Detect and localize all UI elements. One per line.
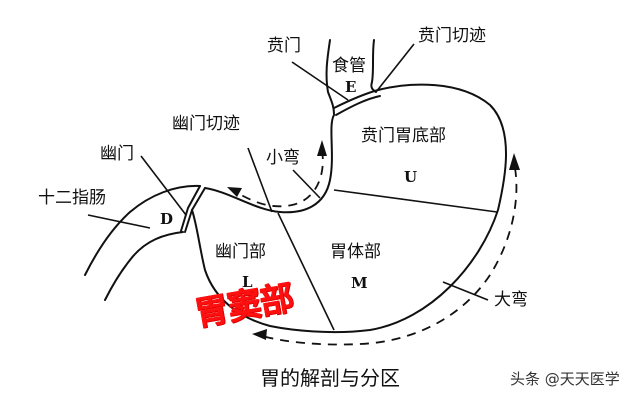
body-pyloric-divider — [277, 212, 335, 331]
cardiac-notch-label: 贲门切迹 — [418, 26, 486, 46]
figure-caption: 胃的解剖与分区 — [260, 366, 400, 390]
greater-arrowhead-left — [252, 329, 267, 340]
fundus-greater-curvature-outline — [191, 83, 507, 334]
pylorus-label: 幽门 — [100, 144, 134, 164]
pylorus-callout-line — [140, 155, 187, 216]
greater-curvature-dashed-arrow — [261, 167, 518, 346]
pyloric-region-label: 幽门部 — [215, 242, 266, 262]
fundus-body-divider — [333, 189, 498, 213]
duodenum-letter: D — [160, 210, 174, 228]
greater-curvature-label: 大弯 — [494, 290, 528, 310]
watermark: 头条 @天天医学 — [510, 370, 620, 388]
cardia-junction-line-2 — [335, 95, 381, 116]
lesser-curvature-label: 小弯 — [266, 148, 300, 168]
cardia-callout-line — [291, 61, 349, 101]
body-region-label: 胃体部 — [330, 242, 381, 262]
greater-curvature-callout-line — [442, 281, 489, 301]
pylorus-ring-line-2 — [180, 185, 201, 232]
esophagus-label: 食管 — [332, 56, 366, 76]
lesser-curvature-callout-line — [292, 169, 321, 199]
duodenum-upper-wall — [84, 184, 201, 276]
cardia-junction-line — [333, 89, 379, 109]
duodenum-callout-line — [87, 214, 151, 229]
duodenum-label: 十二指肠 — [38, 188, 106, 208]
esophagus-left-wall — [325, 39, 335, 115]
angular-notch-pointer — [247, 147, 273, 213]
lesser-curvature-outline — [204, 114, 335, 214]
body-region-letter: M — [351, 274, 368, 292]
greater-arrowhead-up — [509, 153, 520, 170]
cardiac-notch-callout-line — [375, 43, 415, 93]
fundus-region-letter: U — [404, 168, 418, 186]
cardia-label: 贲门 — [267, 36, 301, 56]
angular-notch-label: 幽门切迹 — [172, 114, 240, 134]
duodenum-lower-wall — [104, 231, 184, 301]
pyloric-region-letter: L — [242, 273, 253, 291]
esophagus-right-wall — [370, 39, 377, 93]
fundus-region-label: 贲门胃底部 — [361, 126, 446, 146]
lesser-curvature-dashed-arrow — [231, 149, 324, 208]
lesser-arrowhead-left — [227, 187, 242, 197]
esophagus-letter: E — [345, 78, 357, 96]
pylorus-ring-line — [184, 187, 206, 233]
lesser-arrowhead-up — [317, 140, 327, 156]
